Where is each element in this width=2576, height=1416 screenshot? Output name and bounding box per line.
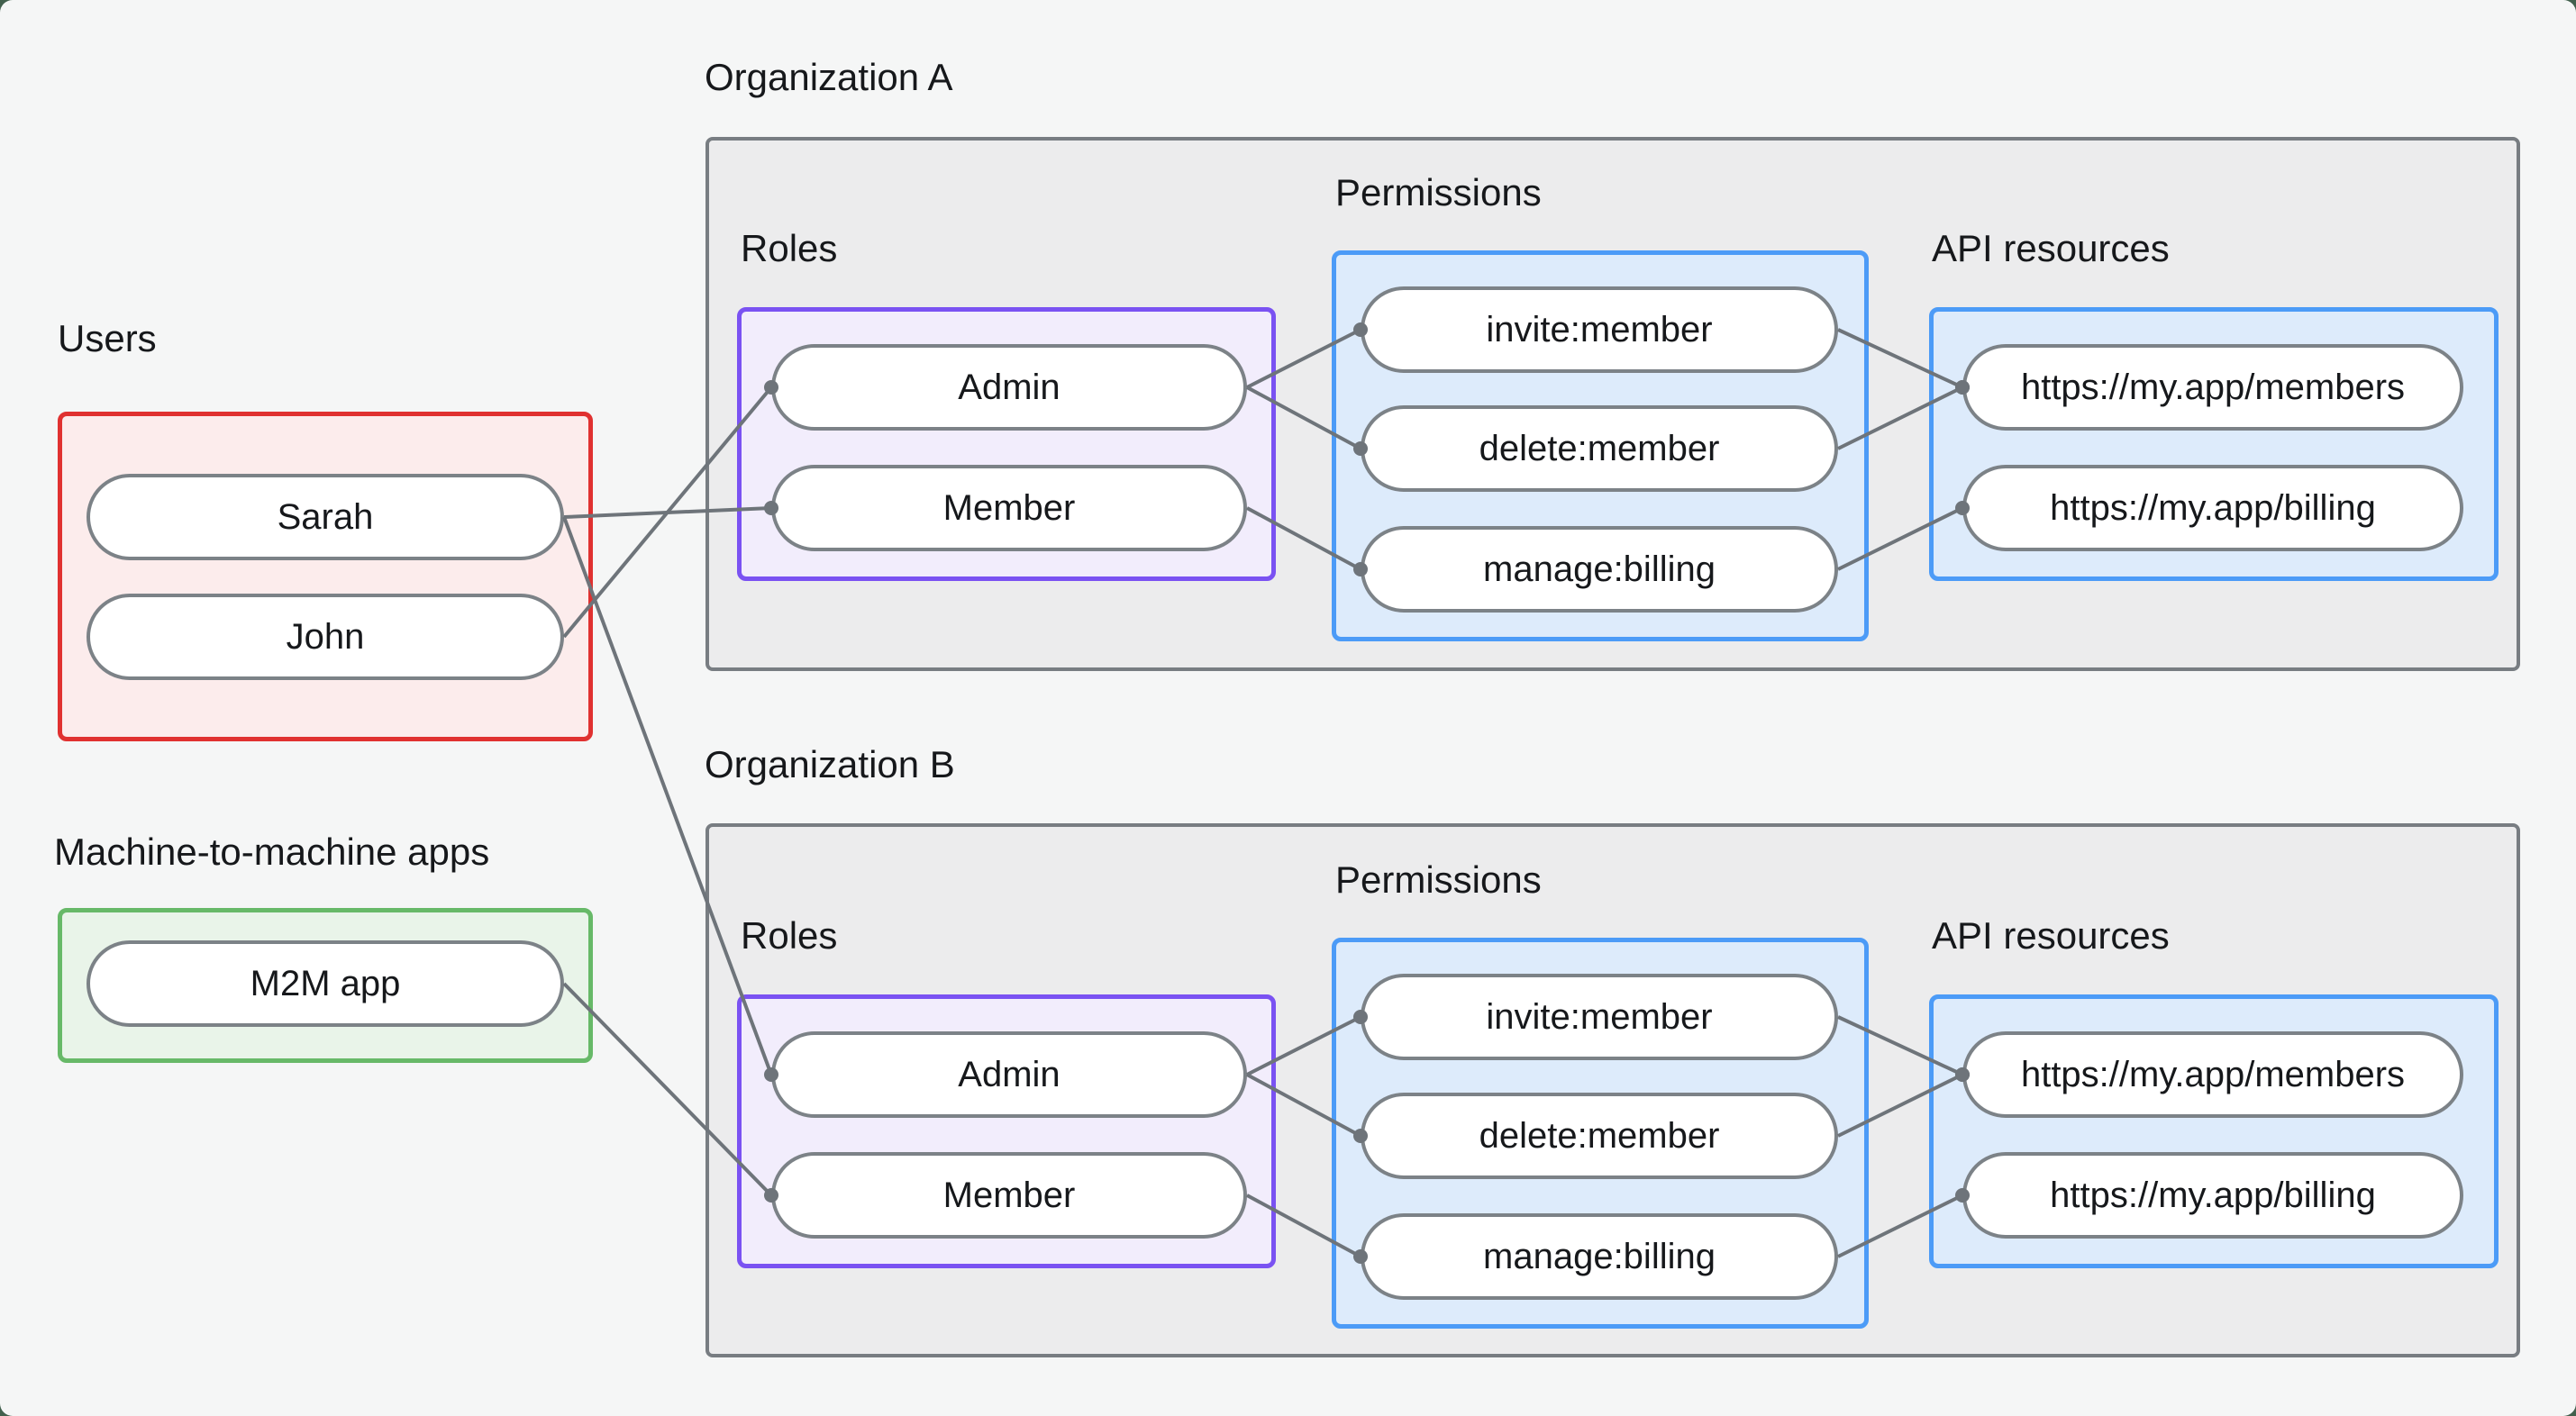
node-org-a-perm-manage: manage:billing: [1361, 526, 1838, 613]
node-org-a-perm-delete: delete:member: [1361, 405, 1838, 492]
users-group-box: [58, 412, 593, 741]
node-org-b-perm-manage: manage:billing: [1361, 1213, 1838, 1300]
node-org-b-perm-delete: delete:member: [1361, 1093, 1838, 1179]
node-org-a-role-member: Member: [771, 465, 1247, 551]
org-b-roles-label: Roles: [741, 914, 838, 957]
org-a-permissions-label: Permissions: [1335, 171, 1542, 213]
org-b-permissions-label: Permissions: [1335, 858, 1542, 901]
org-a-roles-label: Roles: [741, 227, 838, 269]
org-b-api-resources-label: API resources: [1932, 914, 2170, 957]
node-org-a-api-billing: https://my.app/billing: [1962, 465, 2463, 551]
node-org-b-role-member: Member: [771, 1152, 1247, 1239]
node-org-a-role-admin: Admin: [771, 344, 1247, 431]
node-m2m-app: M2M app: [86, 940, 564, 1027]
node-org-b-perm-invite: invite:member: [1361, 974, 1838, 1060]
organization-b-label: Organization B: [705, 743, 955, 785]
node-user-john: John: [86, 594, 564, 680]
org-a-api-resources-label: API resources: [1932, 227, 2170, 269]
node-org-a-perm-invite: invite:member: [1361, 286, 1838, 373]
node-org-b-api-members: https://my.app/members: [1962, 1031, 2463, 1118]
node-org-b-role-admin: Admin: [771, 1031, 1247, 1118]
m2m-apps-group-label: Machine-to-machine apps: [54, 831, 490, 873]
organization-a-label: Organization A: [705, 56, 953, 98]
node-user-sarah: Sarah: [86, 474, 564, 560]
node-org-b-api-billing: https://my.app/billing: [1962, 1152, 2463, 1239]
node-org-a-api-members: https://my.app/members: [1962, 344, 2463, 431]
users-group-label: Users: [58, 317, 157, 359]
